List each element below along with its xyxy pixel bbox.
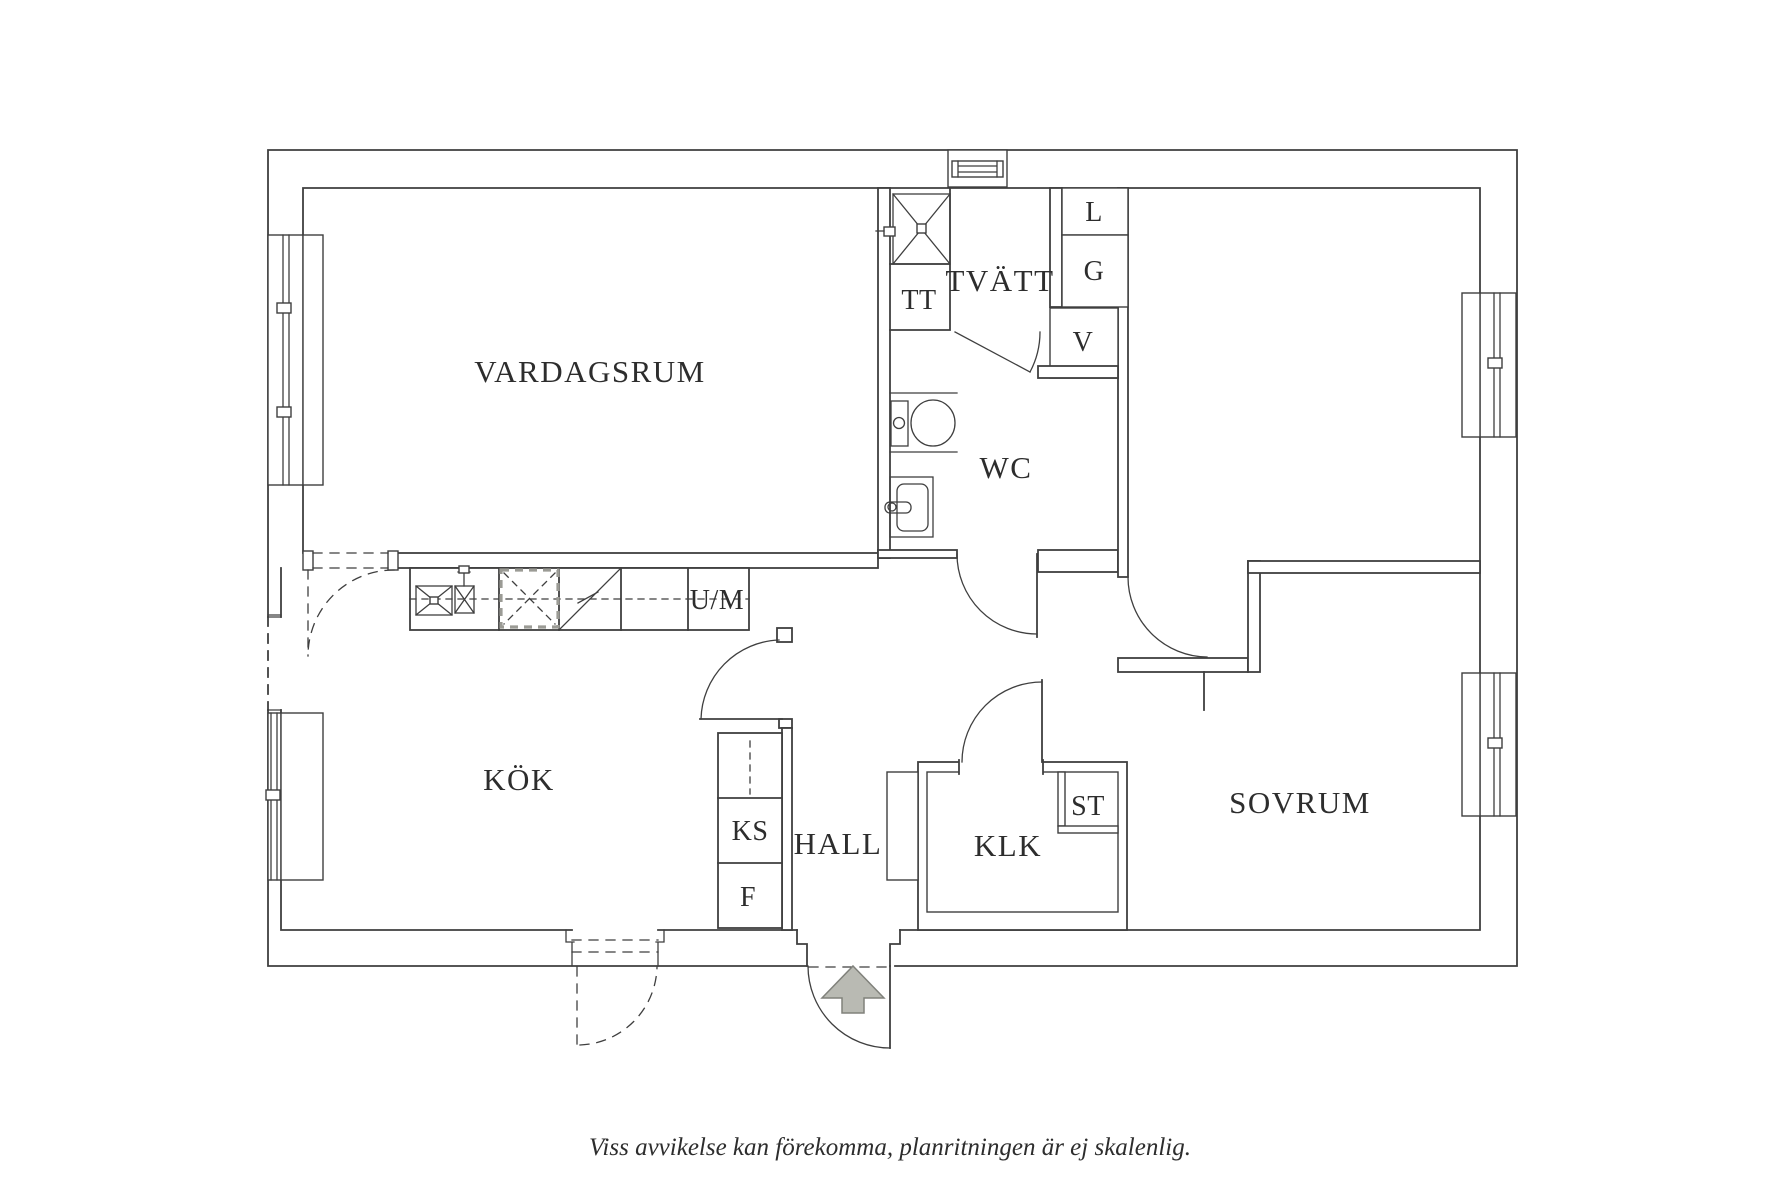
wall-sovrum-niche-vertical xyxy=(1247,560,1261,673)
closet-L-box xyxy=(1061,187,1129,236)
balcony-bottom-jamb-left xyxy=(565,929,575,967)
door-balcony-bottom xyxy=(576,966,658,1046)
labels: VARDAGSRUM TVÄTT TT L G V WC U/M KÖK KS … xyxy=(474,197,1371,913)
entrance-jamb-right xyxy=(889,929,901,967)
doors xyxy=(576,553,1208,1049)
windows xyxy=(265,149,1517,881)
door-wc xyxy=(956,553,1038,638)
door-sovrum xyxy=(1127,576,1208,711)
room-label-klk: KLK xyxy=(974,828,1042,863)
kitchen-counter xyxy=(409,565,750,631)
window-vardagsrum xyxy=(267,234,324,486)
wall-corridor-top xyxy=(1037,549,1119,573)
klk-closet xyxy=(886,759,1128,931)
door-entrance xyxy=(807,965,891,1049)
room-label-kok: KÖK xyxy=(483,762,555,797)
wall-bedroom2-bottom xyxy=(1247,560,1481,574)
fixture-label-g: G xyxy=(1084,256,1105,287)
stove xyxy=(558,567,622,631)
wall-wc-bottom xyxy=(877,549,958,559)
entrance-jamb-left xyxy=(796,929,808,967)
fixture-label-ks: KS xyxy=(732,816,769,847)
tvatt-door xyxy=(954,331,1041,373)
appliance-dashed-square xyxy=(499,568,560,629)
room-label-hall: HALL xyxy=(794,826,883,861)
fridge-freezer-unit xyxy=(717,732,783,929)
fixture-label-um: U/M xyxy=(690,585,744,616)
window-kok xyxy=(265,712,324,881)
fixture-label-v: V xyxy=(1073,327,1094,358)
room-label-sovrum: SOVRUM xyxy=(1229,785,1371,820)
room-label-tvatt: TVÄTT xyxy=(945,263,1054,298)
door-kok xyxy=(699,639,783,720)
kok-passthrough xyxy=(302,550,399,657)
door-klk xyxy=(961,679,1043,763)
disclaimer-caption: Viss avvikelse kan förekomma, planritnin… xyxy=(589,1134,1191,1161)
window-bedroom2 xyxy=(1461,292,1517,438)
window-sovrum xyxy=(1461,672,1517,817)
wall-under-V xyxy=(1037,365,1119,379)
closet-G-box xyxy=(1061,234,1129,308)
st-partition-v xyxy=(1057,771,1066,827)
washbasin xyxy=(884,476,934,538)
toilet xyxy=(889,392,958,453)
fixture-label-tt: TT xyxy=(901,285,936,316)
st-partition-h xyxy=(1057,825,1119,834)
balcony-bottom-dashed xyxy=(571,939,659,953)
faucet xyxy=(454,565,475,614)
balcony-left-jambs xyxy=(267,614,282,711)
wall-sovrum-passage xyxy=(1117,657,1249,673)
sink xyxy=(415,585,453,616)
room-label-vardagsrum: VARDAGSRUM xyxy=(474,354,706,389)
interior-walls xyxy=(302,187,1481,931)
entrance-arrow xyxy=(820,964,886,1014)
fixture-label-f: F xyxy=(740,882,756,913)
fixture-label-l: L xyxy=(1085,197,1103,228)
room-label-wc: WC xyxy=(980,450,1033,485)
wetroom-fixtures xyxy=(875,193,1041,538)
balcony-bottom-jamb-right xyxy=(655,929,665,967)
shower xyxy=(875,193,951,265)
fixture-label-st: ST xyxy=(1071,791,1105,822)
vent-box-top xyxy=(947,149,1008,188)
hall-coat-rack xyxy=(886,771,919,881)
